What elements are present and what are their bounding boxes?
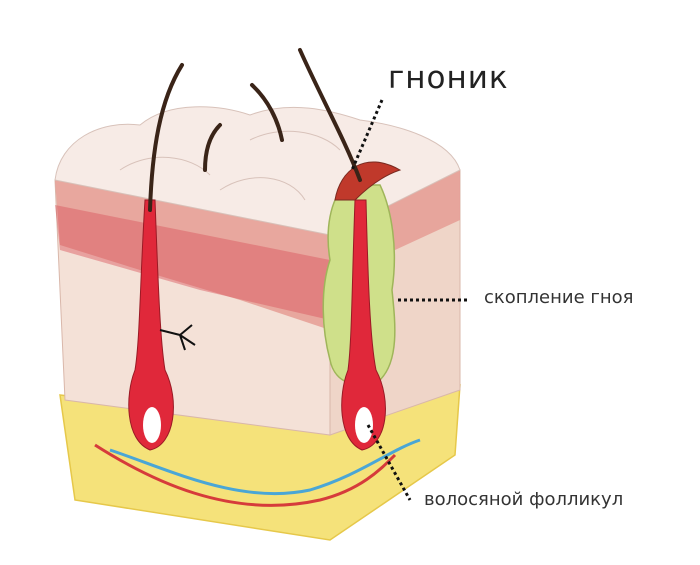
surface-bump: [119, 156, 211, 176]
follicle-leader-line: [366, 424, 412, 501]
epidermis-red-band: [55, 205, 330, 320]
artery: [94, 443, 397, 507]
nerve-ending: [159, 324, 196, 351]
surface-bump: [249, 130, 341, 151]
surface-bump: [219, 177, 306, 201]
hair-follicle-left: [128, 199, 174, 451]
label-hair-follicle: волосяной фолликул: [424, 489, 624, 510]
hair: [250, 83, 284, 142]
follicle-bulb-left: [143, 407, 161, 443]
hair: [148, 63, 184, 212]
hair-follicle-right: [341, 199, 386, 451]
vein: [109, 438, 421, 496]
pimple-leader-line: [350, 99, 384, 171]
label-pimple: гноник: [388, 60, 509, 96]
pimple-head: [334, 161, 402, 201]
hair: [298, 48, 362, 182]
label-pus-accumulation: скопление гноя: [484, 287, 634, 308]
epidermis-left: [55, 180, 330, 330]
follicle-bulb-right: [355, 407, 373, 443]
hair: [203, 123, 222, 172]
